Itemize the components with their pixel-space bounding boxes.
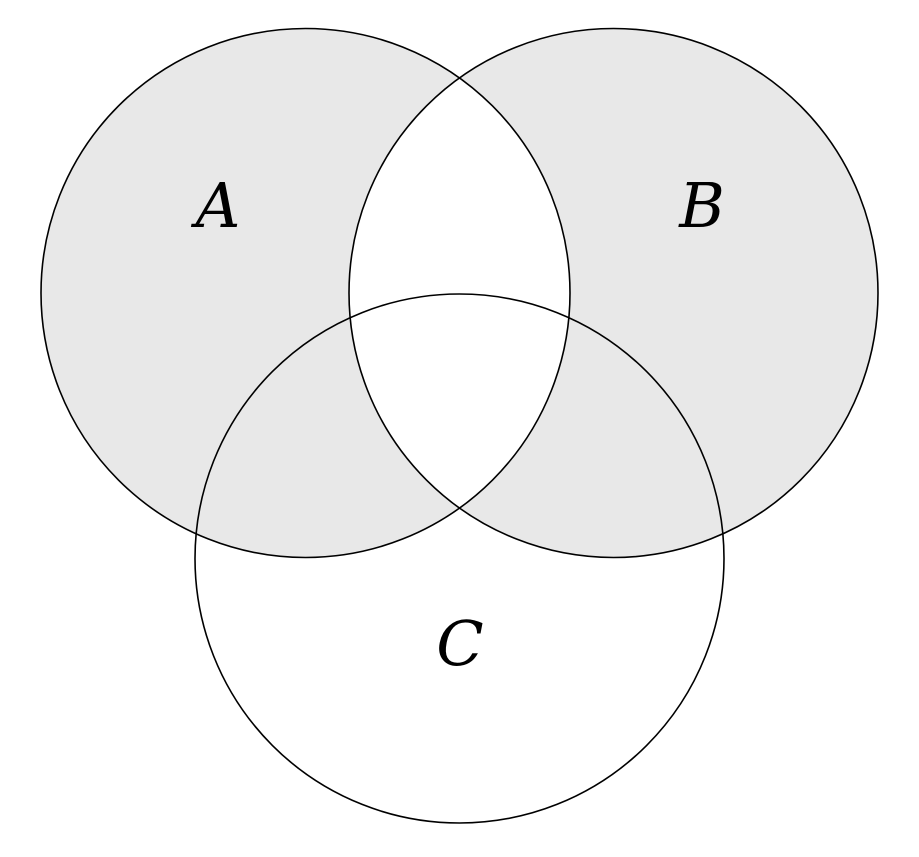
set-b-circle-outline — [348, 27, 879, 559]
set-b-label: B — [678, 169, 725, 242]
set-c-circle-outline — [194, 293, 725, 824]
set-a-label: A — [191, 169, 241, 242]
set-a-circle-outline — [40, 27, 571, 559]
set-c-label: C — [436, 607, 483, 680]
a-intersect-b-unshaded-region — [349, 28, 570, 558]
